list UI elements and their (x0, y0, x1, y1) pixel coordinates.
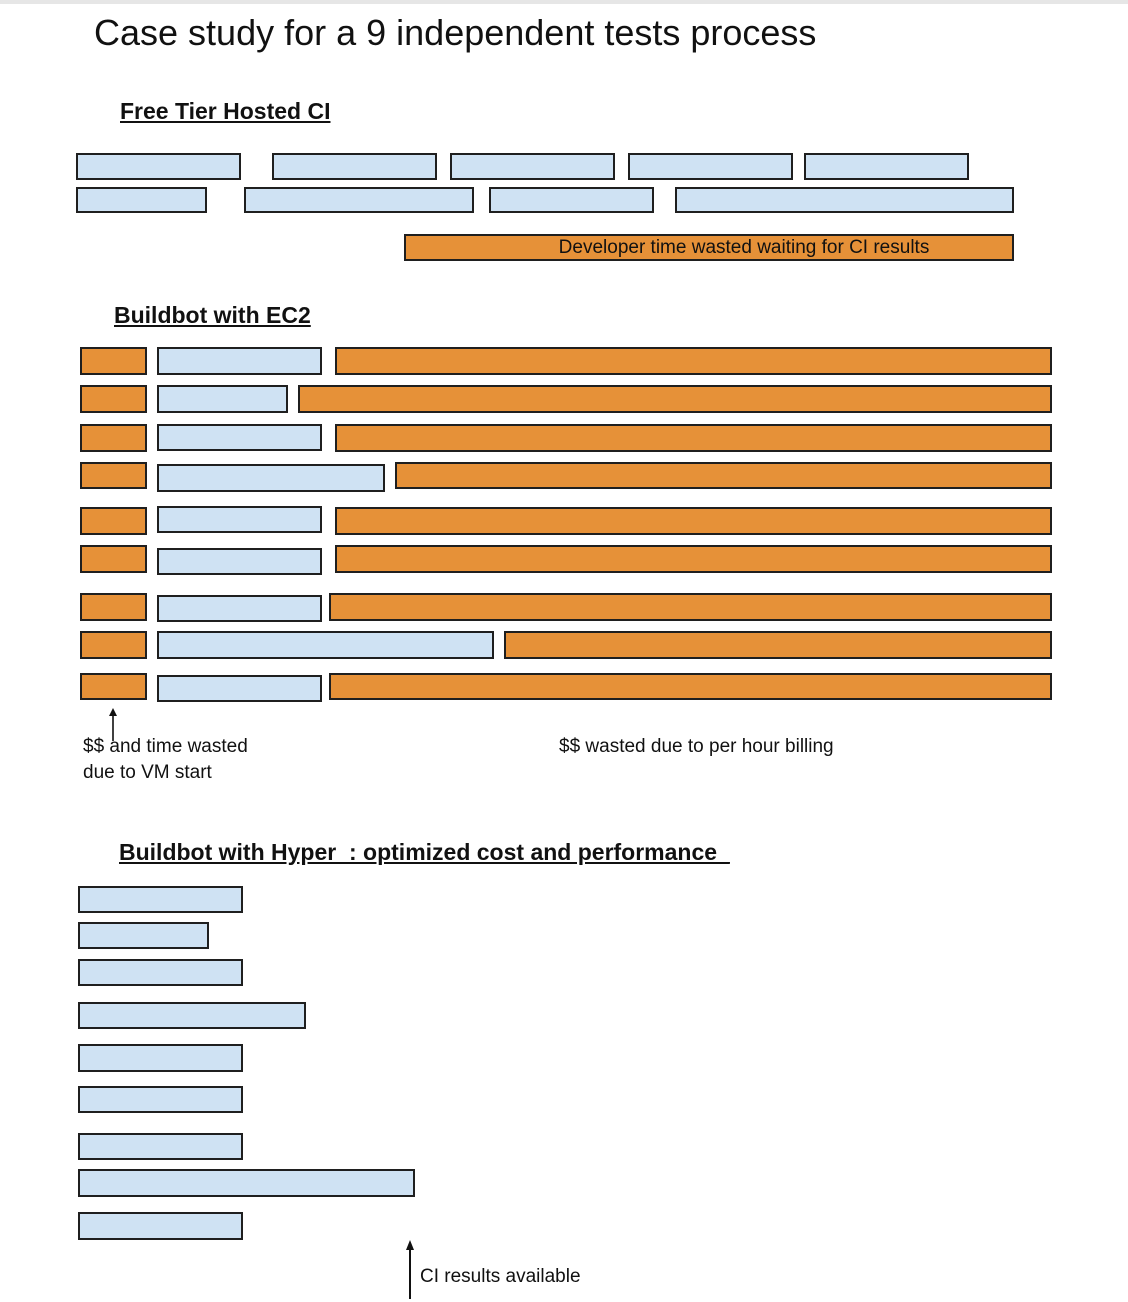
test-run-bar (157, 675, 322, 702)
test-run-bar (78, 886, 243, 913)
billing-waste-bar (335, 347, 1052, 375)
billing-note: $$ wasted due to per hour billing (559, 736, 834, 757)
billing-waste-bar (395, 462, 1052, 489)
vm-start-bar (80, 424, 147, 452)
test-run-bar (628, 153, 793, 180)
test-run-bar (157, 424, 322, 451)
test-run-bar (157, 595, 322, 622)
vm-start-note: $$ and time wasted due to VM start (83, 736, 248, 783)
test-run-bar (450, 153, 615, 180)
test-run-bar (157, 506, 322, 533)
test-run-bar (78, 1086, 243, 1113)
vm-start-bar (80, 347, 147, 375)
test-run-bar (675, 187, 1014, 213)
up-arrow-icon (109, 708, 117, 741)
vm-start-bar (80, 545, 147, 573)
developer-wait-label: Developer time wasted waiting for CI res… (558, 236, 930, 258)
test-run-bar (78, 922, 209, 949)
vm-start-bar (80, 462, 147, 489)
test-run-bar (76, 187, 207, 213)
billing-waste-bar (298, 385, 1052, 413)
test-run-bar (78, 1002, 306, 1029)
vm-start-bar (80, 507, 147, 535)
billing-waste-bar (329, 673, 1052, 700)
test-run-bar (244, 187, 474, 213)
billing-waste-bar (335, 424, 1052, 452)
billing-waste-bar (504, 631, 1052, 659)
test-run-bar (157, 464, 385, 492)
test-run-bar (157, 548, 322, 575)
top-border (0, 0, 1128, 4)
vm-start-bar (80, 385, 147, 413)
test-run-bar (78, 959, 243, 986)
test-run-bar (804, 153, 969, 180)
billing-waste-bar (329, 593, 1052, 621)
test-run-bar (78, 1044, 243, 1072)
vm-start-bar (80, 593, 147, 621)
hyper-heading: Buildbot with Hyper_: optimized cost and… (119, 839, 730, 865)
test-run-bar (489, 187, 654, 213)
billing-waste-bar (335, 545, 1052, 573)
up-arrow-icon (406, 1240, 414, 1299)
vm-start-bar (80, 673, 147, 700)
test-run-bar (272, 153, 437, 180)
free-tier-heading: Free Tier Hosted CI (120, 98, 331, 124)
test-run-bar (78, 1212, 243, 1240)
test-run-bar (76, 153, 241, 180)
results-available-note: CI results available (420, 1266, 581, 1287)
billing-waste-bar (335, 507, 1052, 535)
test-run-bar (78, 1133, 243, 1160)
page-title: Case study for a 9 independent tests pro… (94, 12, 817, 53)
test-run-bar (78, 1169, 415, 1197)
test-run-bar (157, 385, 288, 413)
test-run-bar (157, 631, 494, 659)
test-run-bar (157, 347, 322, 375)
vm-start-bar (80, 631, 147, 659)
ec2-heading: Buildbot with EC2 (114, 302, 311, 328)
developer-wait-bar: Developer time wasted waiting for CI res… (404, 234, 1014, 261)
